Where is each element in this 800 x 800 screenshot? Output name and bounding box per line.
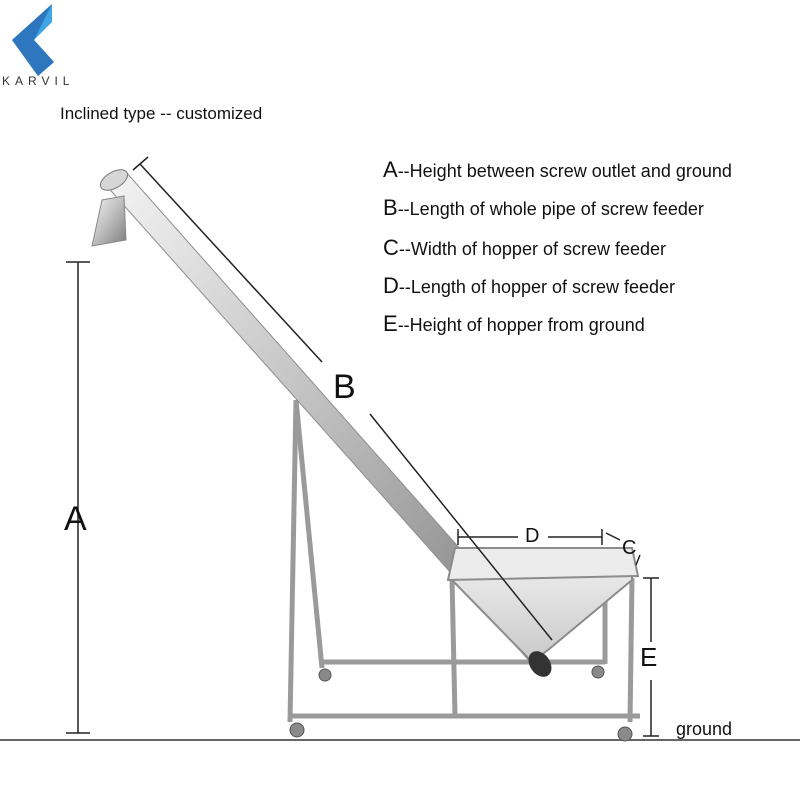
legend-desc: --Length of hopper of screw feeder — [398, 277, 676, 297]
dimension-legend: A--Height between screw outlet and groun… — [383, 157, 732, 349]
legend-desc: --Length of whole pipe of screw feeder — [397, 199, 704, 219]
dimension-a-line — [66, 261, 90, 734]
dimension-d-label: D — [525, 525, 540, 547]
motor — [528, 651, 552, 677]
logo-text: KARVIL — [2, 74, 75, 88]
dimension-e-label: E — [640, 642, 658, 672]
legend-item-e: E--Height of hopper from ground — [383, 311, 732, 349]
legend-key: D — [383, 273, 399, 298]
legend-key: B — [383, 195, 398, 220]
dimension-b-line — [132, 156, 553, 641]
dimension-a-label: A — [64, 500, 87, 538]
caster-wheels — [289, 665, 633, 742]
dimension-b-label: B — [333, 368, 356, 406]
dimension-c-label: C — [622, 537, 637, 559]
legend-item-d: D--Length of hopper of screw feeder — [383, 273, 732, 311]
dimension-e-line — [643, 577, 659, 737]
legend-key: A — [383, 157, 398, 182]
legend-item-b: B--Length of whole pipe of screw feeder — [383, 195, 732, 235]
support-frame — [287, 399, 640, 723]
legend-key: C — [383, 235, 399, 260]
dimension-c-line — [605, 532, 641, 566]
legend-item-c: C--Width of hopper of screw feeder — [383, 235, 732, 273]
legend-desc: --Height of hopper from ground — [397, 315, 645, 335]
ground-label: ground — [676, 719, 733, 739]
hopper-rim — [446, 547, 640, 582]
legend-desc: --Width of hopper of screw feeder — [398, 239, 667, 259]
legend-item-a: A--Height between screw outlet and groun… — [383, 157, 732, 195]
screw-outlet — [91, 169, 129, 247]
diagram-subtitle: Inclined type -- customized — [60, 104, 263, 123]
karvil-logo-icon — [12, 4, 54, 76]
legend-key: E — [383, 311, 398, 336]
legend-desc: --Height between screw outlet and ground — [397, 161, 732, 181]
dimension-d-line — [457, 529, 603, 545]
